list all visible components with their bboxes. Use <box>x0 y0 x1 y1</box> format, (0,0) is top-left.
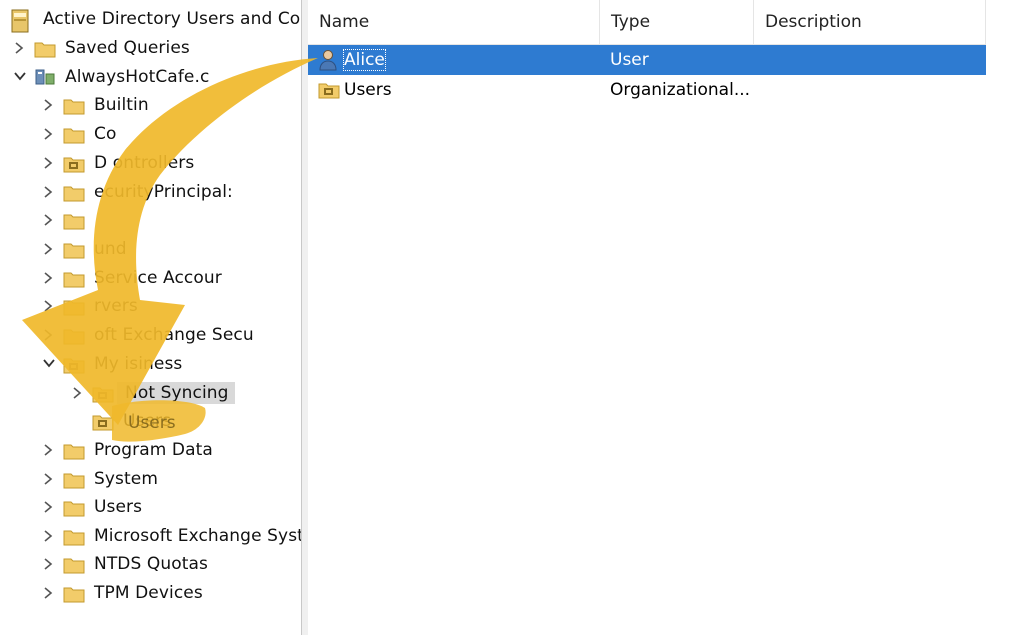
chevron-right-icon[interactable] <box>39 583 57 603</box>
chevron-right-icon[interactable] <box>39 210 57 230</box>
tree-item-domain-controllers[interactable]: D ontrollers <box>39 149 197 177</box>
chevron-down-icon[interactable] <box>39 354 57 374</box>
tree-item-tpm-devices[interactable]: TPM Devices <box>39 579 206 607</box>
tree-item-label: Users <box>123 411 172 431</box>
list-row-alice[interactable]: Alice User <box>308 45 986 75</box>
user-icon <box>318 49 340 71</box>
tree-root[interactable]: Active Directory Users and Com <box>10 5 302 33</box>
folder-icon <box>63 124 85 144</box>
list-item-type: Organizational... <box>610 80 750 100</box>
column-header-description[interactable]: Description <box>754 0 986 44</box>
tree-item-label: Microsoft Exchange Syste <box>94 526 302 546</box>
tree-item-label: ecurityPrincipal: <box>94 182 233 202</box>
tree-item-system[interactable]: System <box>39 465 161 493</box>
chevron-right-icon[interactable] <box>39 497 57 517</box>
tree-item-mybusiness[interactable]: My isiness <box>39 350 185 378</box>
tree-item-not-syncing[interactable]: Not Syncing <box>68 379 235 407</box>
tree-item-label: D ontrollers <box>94 153 195 173</box>
folder-icon <box>63 554 85 574</box>
folder-icon <box>34 38 56 58</box>
folder-icon <box>63 325 85 345</box>
list-item-type: User <box>610 50 649 70</box>
tree-item-label: Users <box>94 497 143 517</box>
tree-item-label: Builtin <box>94 95 149 115</box>
name-cell: Alice <box>318 45 596 75</box>
tree-item-mybusiness-users[interactable]: Users <box>86 407 174 435</box>
ou-folder-icon <box>92 383 114 403</box>
tree-item-label: My isiness <box>94 354 183 374</box>
list-item-name: Alice <box>343 49 386 71</box>
tree-item-foreign-security-principals[interactable]: ecurityPrincipal: <box>39 178 236 206</box>
tree-item-saved-queries[interactable]: Saved Queries <box>10 34 193 62</box>
domain-icon <box>34 67 56 87</box>
list-pane[interactable]: Name Type Description Alice User Users O… <box>308 0 1024 635</box>
column-header-type[interactable]: Type <box>600 0 754 44</box>
chevron-right-icon[interactable] <box>39 268 57 288</box>
tree-item-label: rvers <box>94 296 138 316</box>
tree-item-program-data[interactable]: Program Data <box>39 436 216 464</box>
list-item-name: Users <box>344 80 392 100</box>
tree-item-label: Co <box>94 124 117 144</box>
tree-item-label: oft Exchange Secu <box>94 325 254 345</box>
tree-item-servers[interactable]: rvers <box>39 292 141 320</box>
tree-item-label <box>91 219 97 221</box>
chevron-right-icon[interactable] <box>39 325 57 345</box>
ad-console-icon <box>10 9 32 33</box>
column-header-name[interactable]: Name <box>308 0 600 44</box>
list-row-users[interactable]: Users Organizational... <box>308 75 986 105</box>
folder-icon <box>63 526 85 546</box>
tree-item-label: AlwaysHotCafe.c <box>65 67 210 87</box>
tree-item-computers[interactable]: Co <box>39 120 119 148</box>
tree-item-exchange-system[interactable]: Microsoft Exchange Syste <box>39 522 302 550</box>
folder-icon <box>63 210 85 230</box>
folder-icon <box>63 95 85 115</box>
folder-icon <box>63 583 85 603</box>
chevron-right-icon[interactable] <box>39 440 57 460</box>
tree-item-label: und <box>94 239 127 259</box>
list-header: Name Type Description <box>308 0 986 45</box>
chevron-right-icon[interactable] <box>39 153 57 173</box>
tree-item-users[interactable]: Users <box>39 493 145 521</box>
tree-root-label: Active Directory Users and Com <box>43 9 302 29</box>
ou-folder-icon <box>318 79 340 101</box>
tree-item-exchange-security[interactable]: oft Exchange Secu <box>39 321 257 349</box>
chevron-right-icon[interactable] <box>39 239 57 259</box>
ou-folder-icon <box>63 153 85 173</box>
ou-folder-icon <box>63 354 85 374</box>
chevron-right-icon[interactable] <box>39 95 57 115</box>
folder-icon <box>63 182 85 202</box>
name-cell: Users <box>318 75 596 105</box>
chevron-right-icon[interactable] <box>39 554 57 574</box>
folder-icon <box>63 296 85 316</box>
tree-item-lost-and-found[interactable]: und <box>39 235 130 263</box>
folder-icon <box>63 268 85 288</box>
tree-item-domain[interactable]: AlwaysHotCafe.c <box>10 63 212 91</box>
tree-item-label: System <box>94 469 158 489</box>
tree-item-ntds-quotas[interactable]: NTDS Quotas <box>39 550 211 578</box>
tree-item-label: NTDS Quotas <box>94 554 208 574</box>
chevron-down-icon[interactable] <box>10 67 28 87</box>
tree-item-label: Service Accour <box>94 268 222 288</box>
chevron-right-icon[interactable] <box>39 469 57 489</box>
chevron-right-icon[interactable] <box>39 124 57 144</box>
folder-icon <box>63 469 85 489</box>
chevron-right-icon[interactable] <box>39 526 57 546</box>
tree-item-label: Program Data <box>94 440 213 460</box>
folder-icon <box>63 497 85 517</box>
tree-item-managed-service-accounts[interactable]: Service Accour <box>39 264 225 292</box>
folder-icon <box>63 440 85 460</box>
tree-item-hidden[interactable] <box>39 206 97 234</box>
tree-item-label: Not Syncing <box>117 382 235 404</box>
ou-folder-icon <box>92 411 114 431</box>
tree-item-label: TPM Devices <box>94 583 203 603</box>
tree-item-label: Saved Queries <box>65 38 190 58</box>
tree-item-builtin[interactable]: Builtin <box>39 91 152 119</box>
chevron-right-icon[interactable] <box>10 38 28 58</box>
chevron-right-icon[interactable] <box>39 182 57 202</box>
chevron-right-icon[interactable] <box>68 383 86 403</box>
chevron-right-icon[interactable] <box>39 296 57 316</box>
folder-icon <box>63 239 85 259</box>
tree-pane[interactable]: Active Directory Users and Com Saved Que… <box>0 0 302 635</box>
